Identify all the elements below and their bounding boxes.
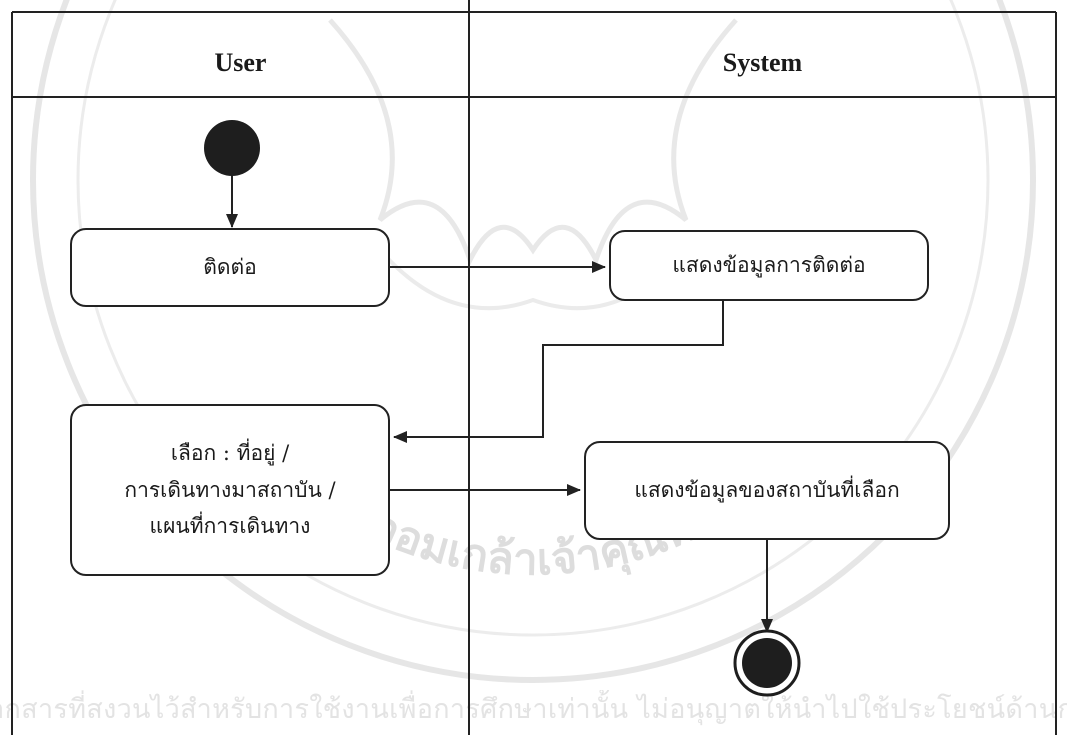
action-show-contact-info-label: แสดงข้อมูลการติดต่อ bbox=[672, 253, 866, 278]
action-contact-label: ติดต่อ bbox=[203, 255, 257, 280]
action-select-option-label: เลือก : ที่อยู่ / การเดินทางมาสถาบัน / แ… bbox=[124, 440, 336, 539]
watermark-inner-ring bbox=[76, 0, 990, 637]
action-show-selected-info-label: แสดงข้อมูลของสถาบันที่เลือก bbox=[634, 478, 900, 503]
watermark-ornament bbox=[328, 18, 738, 267]
lane-title-user: User bbox=[214, 48, 267, 77]
start-node bbox=[204, 120, 260, 176]
action-contact: ติดต่อ bbox=[70, 228, 390, 307]
watermark-text: อกสารที่สงวนไว้สำหรับการใช้งานเพื่อการศึ… bbox=[0, 694, 1067, 725]
action-show-selected-info: แสดงข้อมูลของสถาบันที่เลือก bbox=[584, 441, 950, 540]
end-node bbox=[742, 638, 792, 688]
action-select-option: เลือก : ที่อยู่ / การเดินทางมาสถาบัน / แ… bbox=[70, 404, 390, 576]
watermark-outer-ring bbox=[30, 0, 1036, 683]
lane-title-system: System bbox=[722, 48, 803, 77]
action-show-contact-info: แสดงข้อมูลการติดต่อ bbox=[609, 230, 929, 301]
flow-show-info-to-select bbox=[393, 301, 724, 443]
